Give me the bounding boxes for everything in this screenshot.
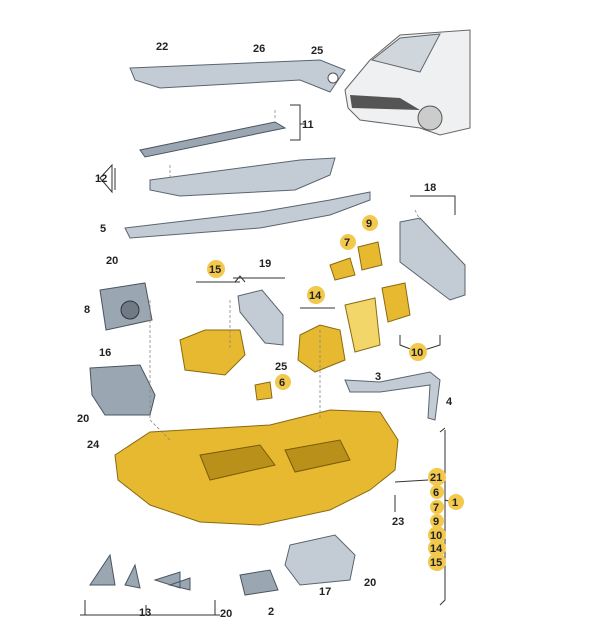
label-25b: 25 <box>275 361 287 373</box>
label-25: 25 <box>311 45 323 57</box>
callout-labels: 22 26 25 11 12 18 9 5 7 20 15 19 14 8 16… <box>77 41 464 620</box>
motor-7 <box>329 257 356 281</box>
label-1: 1 <box>452 497 458 509</box>
label-24: 24 <box>87 439 100 451</box>
label-26: 26 <box>253 43 265 55</box>
car-illustration <box>344 29 471 136</box>
group-item: 9 <box>433 516 439 528</box>
label-4: 4 <box>446 396 453 408</box>
label-20b: 20 <box>77 413 89 425</box>
ring-10 <box>344 297 381 353</box>
trim-26 <box>129 59 346 93</box>
group-item: 10 <box>430 530 442 542</box>
label-3: 3 <box>375 371 381 383</box>
cover-19 <box>237 289 284 346</box>
module-14 <box>297 324 346 373</box>
label-9: 9 <box>366 218 372 230</box>
label-10: 10 <box>411 347 423 359</box>
fan-10 <box>381 282 411 323</box>
label-16: 16 <box>99 347 111 359</box>
label-6: 6 <box>279 377 285 389</box>
label-17: 17 <box>319 586 331 598</box>
brackets-13 <box>89 553 191 591</box>
seal-4 <box>344 371 441 421</box>
label-20c: 20 <box>364 577 376 589</box>
label-20d: 20 <box>220 608 232 620</box>
group-item: 14 <box>430 543 443 555</box>
housing-16 <box>89 364 156 416</box>
group-item: 6 <box>433 487 439 499</box>
group-item: 7 <box>433 502 439 514</box>
strip-5 <box>124 191 371 239</box>
label-7: 7 <box>344 237 350 249</box>
group-item: 21 <box>430 472 442 484</box>
trim-11 <box>139 121 287 158</box>
label-20: 20 <box>106 255 118 267</box>
label-15: 15 <box>209 264 221 276</box>
label-13: 13 <box>139 607 151 619</box>
gear-9 <box>357 241 383 271</box>
module-15 <box>179 329 246 376</box>
igniter-2 <box>239 569 279 596</box>
bracket-6 <box>254 381 273 401</box>
label-14: 14 <box>309 290 322 302</box>
group-item: 15 <box>430 557 442 569</box>
label-11: 11 <box>302 119 314 131</box>
label-12: 12 <box>95 173 107 185</box>
label-22: 22 <box>156 41 168 53</box>
label-5: 5 <box>100 223 106 235</box>
cover-12 <box>149 157 336 197</box>
label-8: 8 <box>84 304 90 316</box>
label-23: 23 <box>392 516 404 528</box>
label-2: 2 <box>268 606 274 618</box>
label-19: 19 <box>259 258 271 270</box>
ballast-17 <box>284 534 356 586</box>
label-18: 18 <box>424 182 436 194</box>
bracket-18 <box>399 217 466 301</box>
